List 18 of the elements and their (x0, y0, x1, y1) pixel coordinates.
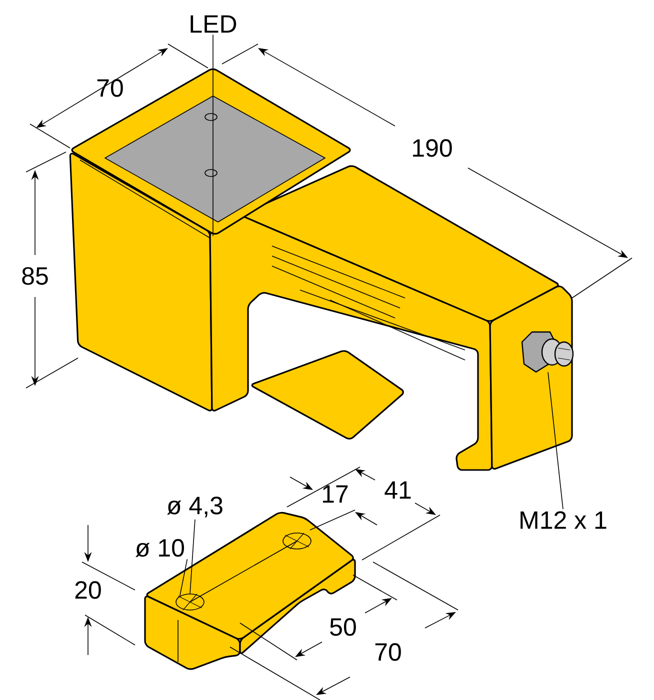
leader-line (179, 558, 188, 596)
dimension-label: 50 (330, 618, 356, 636)
callout-label: LED (190, 15, 236, 33)
callout-label: M12 x 1 (520, 511, 606, 529)
dimension-label: 20 (75, 581, 101, 599)
leader-line (212, 34, 214, 236)
dimension-label: 17 (323, 485, 348, 503)
connector-drawing (521, 331, 574, 373)
callout-label: ø 4,3 (167, 496, 222, 518)
dimension-label: 190 (413, 139, 452, 157)
leader-line (548, 372, 564, 510)
dimension-label: 70 (97, 79, 123, 97)
callout-label: ø 10 (136, 539, 184, 557)
dimension-label: 41 (384, 481, 411, 499)
mounting-hole (176, 594, 204, 610)
dimension-label: 85 (22, 267, 48, 285)
dimension-label: 70 (375, 643, 401, 661)
leader-line (190, 519, 196, 594)
